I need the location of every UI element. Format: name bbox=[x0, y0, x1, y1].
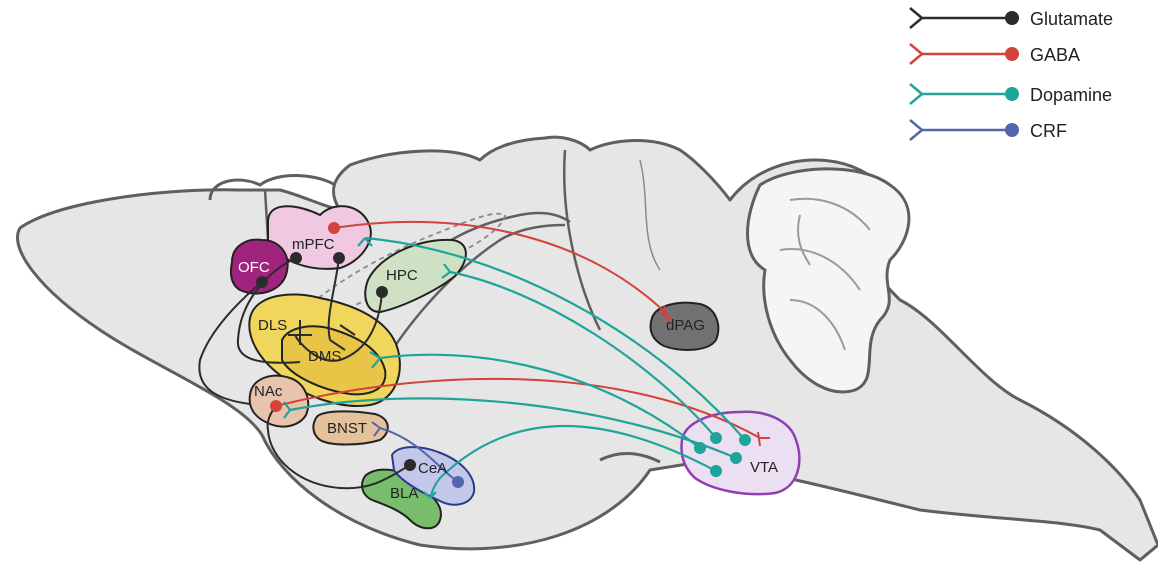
label-nac: NAc bbox=[254, 383, 283, 400]
label-ofc: OFC bbox=[238, 259, 270, 276]
label-dls: DLS bbox=[258, 317, 287, 334]
legend-glutamate-dot bbox=[1005, 11, 1019, 25]
da-soma-vta-2 bbox=[739, 434, 751, 446]
legend-dopamine-terminal bbox=[910, 84, 922, 104]
label-bla: BLA bbox=[390, 485, 418, 502]
label-dms: DMS bbox=[308, 348, 341, 365]
legend-item-dopamine: Dopamine bbox=[910, 84, 1112, 105]
glut-soma-bla bbox=[404, 459, 416, 471]
label-dpag: dPAG bbox=[666, 317, 705, 334]
legend-glutamate-terminal bbox=[910, 8, 922, 28]
label-vta: VTA bbox=[750, 459, 778, 476]
glut-soma-mpfc-1 bbox=[290, 252, 302, 264]
glut-soma-hpc bbox=[376, 286, 388, 298]
crf-soma-cea bbox=[452, 476, 464, 488]
legend-label-dopamine: Dopamine bbox=[1030, 85, 1112, 105]
da-soma-vta-1 bbox=[710, 432, 722, 444]
gaba-soma-nac bbox=[270, 400, 282, 412]
gaba-soma-mpfc bbox=[328, 222, 340, 234]
da-soma-vta-4 bbox=[730, 452, 742, 464]
legend-crf-terminal bbox=[910, 120, 922, 140]
forebrain-outline bbox=[18, 137, 1158, 560]
label-cea: CeA bbox=[418, 460, 447, 477]
label-bnst: BNST bbox=[327, 420, 367, 437]
legend-label-gaba: GABA bbox=[1030, 45, 1080, 65]
legend-crf-dot bbox=[1005, 123, 1019, 137]
legend-item-crf: CRF bbox=[910, 120, 1067, 141]
legend-gaba-dot bbox=[1005, 47, 1019, 61]
brain-silhouette bbox=[18, 137, 1158, 560]
label-hpc: HPC bbox=[386, 267, 418, 284]
legend-label-glutamate: Glutamate bbox=[1030, 9, 1113, 29]
glut-soma-ofc bbox=[256, 276, 268, 288]
legend-dopamine-dot bbox=[1005, 87, 1019, 101]
legend-gaba-terminal bbox=[910, 44, 922, 64]
da-soma-vta-5 bbox=[710, 465, 722, 477]
glut-soma-mpfc-2 bbox=[333, 252, 345, 264]
legend-item-glutamate: Glutamate bbox=[910, 8, 1113, 29]
da-soma-vta-3 bbox=[694, 442, 706, 454]
legend-label-crf: CRF bbox=[1030, 121, 1067, 141]
legend-item-gaba: GABA bbox=[910, 44, 1080, 65]
legend: Glutamate GABA Dopamine CRF bbox=[910, 8, 1113, 141]
label-mpfc: mPFC bbox=[292, 236, 335, 253]
